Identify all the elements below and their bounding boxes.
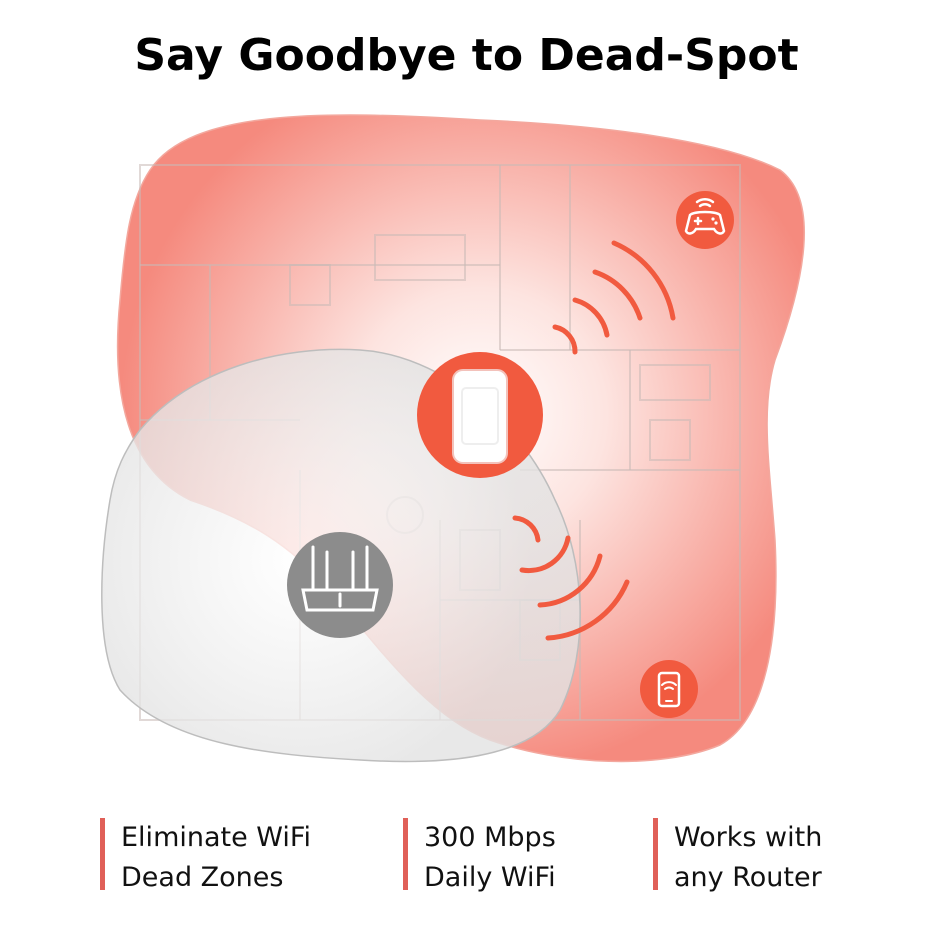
router-icon <box>287 532 393 638</box>
feature-compatibility: Works with any Router <box>653 818 823 893</box>
gamepad-icon <box>676 191 734 249</box>
extender-icon <box>417 352 543 478</box>
phone-icon <box>640 660 698 718</box>
page-title: Say Goodbye to Dead-Spot <box>134 30 799 81</box>
feature-line: Works with <box>674 822 823 853</box>
feature-line: 300 Mbps <box>424 822 556 853</box>
feature-dead-zones: Eliminate WiFi Dead Zones <box>100 818 311 893</box>
feature-line: Eliminate WiFi <box>121 822 311 853</box>
feature-line: any Router <box>674 862 822 893</box>
wifi-waves-upper <box>552 240 676 355</box>
feature-line: Dead Zones <box>121 862 284 893</box>
wifi-waves-lower <box>512 515 630 641</box>
feature-speed: 300 Mbps Daily WiFi <box>403 818 556 893</box>
feature-line: Daily WiFi <box>424 862 556 893</box>
